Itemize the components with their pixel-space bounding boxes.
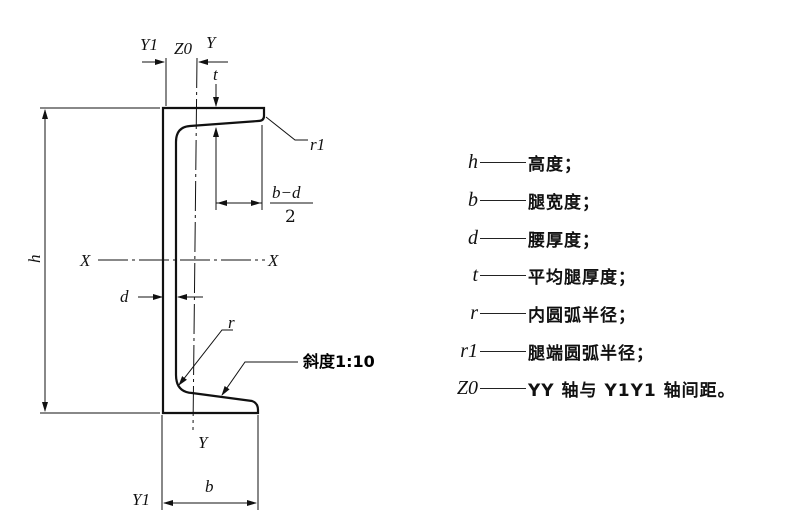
legend-item: r 内圆弧半径； — [418, 295, 736, 333]
legend-text: 腿端圆弧半径； — [528, 343, 654, 364]
legend-symbol: b — [468, 189, 478, 212]
legend-symbol: h — [468, 151, 478, 174]
legend-dash — [480, 162, 526, 164]
y-axis-line — [192, 57, 198, 431]
legend-dash — [480, 275, 526, 277]
legend-text: 平均腿厚度； — [528, 268, 636, 289]
legend-symbol: t — [472, 264, 478, 287]
legend-symbol: d — [468, 226, 478, 249]
legend-item: r1 腿端圆弧半径； — [418, 332, 736, 370]
r1-label: r1 — [310, 135, 325, 154]
legend-text: 腿宽度； — [528, 193, 600, 214]
legend-dash — [480, 237, 526, 239]
legend-text: 腰厚度； — [528, 230, 600, 251]
legend-item: t 平均腿厚度； — [418, 257, 736, 295]
x-left-label: X — [79, 251, 91, 270]
x-right-label: X — [267, 251, 279, 270]
b-label: b — [205, 477, 214, 496]
legend-dash — [480, 350, 526, 352]
y1-top-label: Y1 — [140, 35, 158, 54]
slope-label: 斜度1:10 — [302, 352, 375, 371]
two-label: 2 — [285, 207, 296, 227]
legend-item: Z0 YY 轴与 Y1Y1 轴间距。 — [418, 370, 736, 408]
legend-item: h 高度； — [418, 144, 736, 182]
symbol-legend: h 高度； b 腿宽度； d 腰厚度； t 平均腿厚度； r 内圆弧半径； r1 腿端圆弧半… — [418, 144, 736, 408]
y-top-label: Y — [206, 33, 217, 52]
y1-bottom-label: Y1 — [132, 490, 150, 509]
legend-item: b 腿宽度； — [418, 182, 736, 220]
legend-symbol: Z0 — [456, 377, 478, 400]
channel-profile — [161, 106, 266, 415]
t-label: t — [213, 65, 219, 84]
legend-dash — [480, 388, 526, 390]
h-label: h — [25, 255, 44, 264]
legend-symbol: r1 — [460, 339, 478, 362]
r-label: r — [228, 313, 235, 332]
legend-item: d 腰厚度； — [418, 219, 736, 257]
d-label: d — [120, 287, 129, 306]
z0-label: Z0 — [174, 39, 192, 58]
legend-text: 内圆弧半径； — [528, 306, 636, 327]
legend-text: YY 轴与 Y1Y1 轴间距。 — [528, 381, 736, 402]
legend-dash — [480, 313, 526, 315]
legend-symbol: r — [470, 302, 478, 325]
b-minus-d-label: b−d — [272, 183, 301, 202]
legend-text: 高度； — [528, 155, 582, 176]
y-bottom-label: Y — [198, 433, 209, 452]
legend-dash — [480, 200, 526, 202]
